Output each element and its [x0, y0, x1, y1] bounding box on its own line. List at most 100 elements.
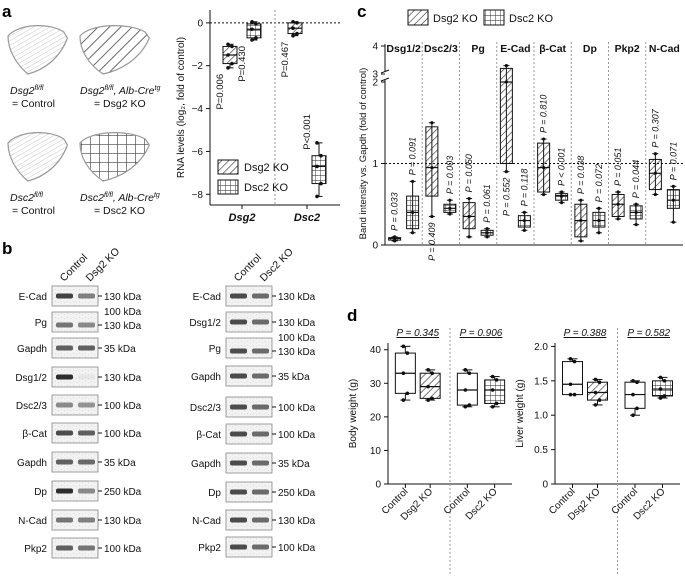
protein-band: [78, 374, 95, 380]
data-point: [291, 19, 295, 24]
y-tick-label: 2.0: [534, 342, 548, 353]
p-value-label: P = 0.071: [668, 142, 678, 180]
protein-label: E-Cad: [19, 292, 47, 303]
legend-label: Dsg2 KO: [433, 13, 478, 25]
box: [562, 361, 583, 396]
protein-band: [78, 293, 95, 299]
protein-band: [78, 517, 95, 523]
data-point: [319, 181, 323, 186]
data-point: [494, 378, 499, 382]
data-point: [401, 371, 406, 376]
protein-band: [78, 322, 95, 328]
protein-band: [252, 293, 269, 299]
data-point: [430, 371, 434, 376]
kda-marker: 250 kDa: [278, 488, 316, 499]
data-point: [254, 36, 258, 40]
data-point: [572, 359, 577, 364]
data-point: [635, 380, 639, 385]
y-tick-label: 2: [372, 78, 378, 89]
data-point: [401, 398, 406, 402]
p-value-label: P = 0.810: [539, 95, 549, 133]
intensity-box: [592, 206, 606, 235]
genotype-label: Dsc2fl/fl, Alb-Cretg: [80, 192, 160, 204]
data-point: [250, 38, 254, 42]
blot-strip: [51, 311, 99, 333]
protein-label: Gapdh: [17, 458, 47, 469]
data-point: [430, 396, 434, 401]
p-value-label: P = 0.003: [445, 156, 455, 194]
legend-label: Dsc2 KO: [244, 182, 288, 194]
lane-header: Control: [232, 252, 264, 284]
data-point: [579, 239, 583, 243]
intensity-box: [499, 64, 513, 174]
data-point: [597, 231, 601, 235]
p-value-label: P = 0.582: [627, 328, 670, 339]
protein-band: [230, 373, 247, 379]
group-header: β-Cat: [539, 43, 566, 55]
group-header: N-Cad: [649, 43, 680, 55]
data-point: [405, 391, 410, 396]
legend-swatch-dsc2: [217, 179, 239, 195]
weight-box: [394, 344, 416, 402]
data-point: [658, 387, 663, 391]
data-point: [319, 153, 323, 158]
data-point: [467, 371, 472, 376]
protein-band: [56, 545, 73, 551]
protein-label: Dp: [208, 488, 221, 499]
data-point: [631, 413, 635, 418]
data-point: [485, 231, 489, 235]
protein-band: [230, 293, 247, 299]
x-tick-label: Dsc2: [294, 212, 320, 224]
y-axis-label: Band intensity vs. Gapdh (fold of contro…: [358, 68, 369, 240]
data-point: [405, 351, 410, 355]
x-tick-label: Dsg2: [229, 212, 256, 224]
p-value-label: P = 0.038: [576, 156, 586, 194]
p-value-label: P=0.430: [237, 46, 248, 82]
data-point: [448, 206, 452, 210]
data-point: [560, 194, 564, 198]
protein-band: [252, 544, 269, 550]
data-point: [579, 198, 583, 202]
panel-label-c: c: [357, 2, 366, 21]
intensity-box: [629, 202, 643, 227]
y-tick-label: 20: [370, 412, 382, 423]
kda-marker: 100 kDa: [104, 544, 142, 555]
data-point: [411, 210, 415, 214]
data-point: [634, 223, 638, 227]
weight-box: [652, 375, 673, 400]
axis-break-mark: [380, 69, 390, 74]
box: [425, 126, 439, 197]
data-point: [393, 239, 397, 243]
protein-band: [56, 402, 73, 408]
protein-band: [56, 517, 73, 523]
data-point: [411, 231, 415, 235]
data-point: [593, 390, 598, 395]
data-point: [426, 368, 430, 372]
y-tick-label: −2: [192, 61, 204, 72]
y-tick-label: 10: [370, 446, 382, 457]
box: [484, 379, 506, 404]
data-point: [593, 377, 598, 382]
data-point: [593, 403, 598, 407]
panel-label-d: d: [347, 306, 357, 325]
data-point: [568, 382, 573, 387]
protein-band: [252, 373, 269, 379]
rna-box: [222, 42, 238, 70]
y-tick-label: −4: [192, 104, 204, 115]
data-point: [430, 214, 434, 219]
data-point: [401, 344, 406, 349]
protein-band: [78, 402, 95, 408]
lane-header: Dsg2 KO: [84, 246, 123, 285]
group-header: Pg: [471, 43, 484, 55]
protein-band: [230, 319, 247, 325]
control-liver-icon: [7, 132, 69, 182]
protein-band: [230, 489, 247, 495]
protein-band: [252, 460, 269, 466]
data-point: [662, 394, 667, 398]
kda-marker: 100 kDa: [104, 401, 142, 412]
p-value-label: P = 0.033: [390, 192, 400, 230]
data-point: [579, 218, 583, 223]
y-tick-label: 0: [197, 18, 203, 29]
kda-marker: 100 kDa: [104, 429, 142, 440]
